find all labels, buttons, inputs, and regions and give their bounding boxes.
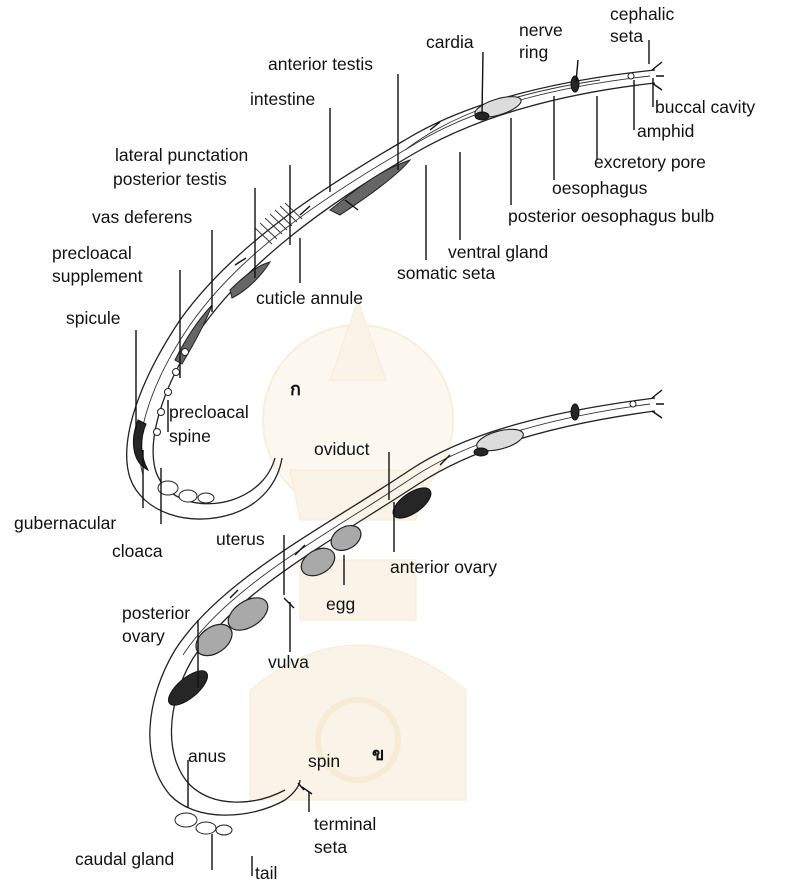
label-nerve-ring-line2: ring [519, 42, 548, 62]
label-tail: tail [255, 863, 277, 883]
label-nerve-ring-line1: nerve [519, 20, 563, 40]
label-cloaca: cloaca [112, 541, 163, 561]
label-posterior-ovary-line1: posterior [122, 603, 190, 623]
label-posterior-ovary-line2: ovary [122, 626, 165, 646]
label-anterior-ovary: anterior ovary [390, 557, 497, 577]
label-intestine: intestine [250, 89, 315, 109]
cuticle-annules [255, 203, 302, 244]
label-precloacal-spine-line2: spine [169, 426, 211, 446]
male-caudal-glands [158, 481, 214, 503]
label-cephalic-seta-line2: seta [610, 26, 643, 46]
label-cuticle-annule: cuticle annule [256, 288, 363, 308]
label-precloacal-spine-line1: precloacal [169, 402, 249, 422]
label-caudal-gland: caudal gland [75, 849, 174, 869]
male-nerve-ring [571, 76, 579, 92]
label-spicule: spicule [66, 308, 120, 328]
female-nerve-ring [571, 404, 579, 420]
panel-marker-male: ก [290, 379, 301, 400]
label-posterior-testis: posterior testis [113, 169, 227, 189]
label-egg: egg [326, 594, 355, 614]
label-ventral-gland: ventral gland [448, 242, 548, 262]
label-anterior-testis: anterior testis [268, 54, 373, 74]
label-precloacal-supplement-line2: supplement [52, 266, 143, 286]
label-buccal-cavity: buccal cavity [655, 97, 755, 117]
panel-marker-female: ข [372, 744, 384, 765]
label-precloacal-supplement-line1: precloacal [52, 243, 132, 263]
label-vulva: vulva [268, 652, 309, 672]
label-gubernacular: gubernacular [14, 513, 116, 533]
female-caudal-glands [175, 813, 232, 835]
label-spin: spin [308, 751, 340, 771]
label-oviduct: oviduct [314, 439, 370, 459]
female-vulva [284, 598, 294, 608]
male-amphid [628, 73, 634, 79]
watermark-seal [250, 300, 466, 800]
label-somatic-seta: somatic seta [397, 263, 495, 283]
label-vas-deferens: vas deferens [92, 207, 192, 227]
label-uterus: uterus [216, 529, 265, 549]
label-lateral-punctation: lateral punctation [115, 145, 248, 165]
label-amphid: amphid [637, 121, 694, 141]
label-cardia: cardia [426, 32, 474, 52]
label-posterior-oesophagus-bulb: posterior oesophagus bulb [508, 206, 714, 226]
label-excretory-pore: excretory pore [594, 152, 706, 172]
female-amphid [630, 401, 636, 407]
label-oesophagus: oesophagus [552, 178, 648, 198]
label-anus: anus [188, 746, 226, 766]
label-terminal-seta-line1: terminal [314, 814, 376, 834]
label-terminal-seta-line2: seta [314, 837, 347, 857]
label-cephalic-seta-line1: cephalic [610, 4, 674, 24]
female-cardia [474, 448, 488, 456]
female-posterior-ovary [163, 665, 213, 711]
